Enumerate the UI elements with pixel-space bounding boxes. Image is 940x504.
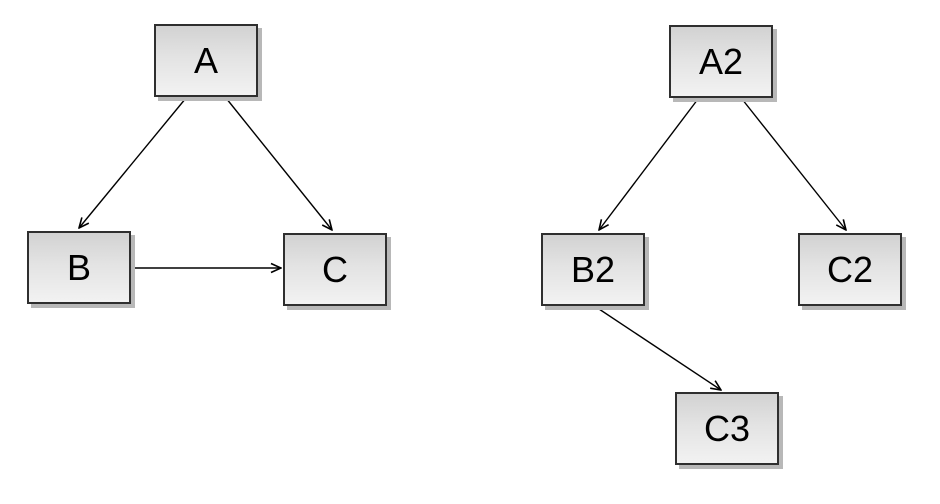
edge-A-to-C <box>225 97 332 230</box>
edge-B2-to-C3 <box>592 304 721 390</box>
node-C: C <box>283 233 387 306</box>
edge-A-to-B <box>79 97 187 228</box>
node-A-label: A <box>193 39 218 81</box>
edge-A2-to-B2 <box>599 98 699 230</box>
node-B2: B2 <box>541 233 645 306</box>
node-C2-label: C2 <box>826 248 874 290</box>
node-B-label: B <box>66 246 91 288</box>
node-C3-label: C3 <box>703 407 751 449</box>
node-C-label: C <box>322 248 348 290</box>
node-B: B <box>27 231 131 304</box>
node-C2: C2 <box>798 233 902 306</box>
node-C3: C3 <box>675 392 779 465</box>
edge-A2-to-C2 <box>741 98 846 230</box>
node-A2-label: A2 <box>698 40 744 82</box>
node-A2: A2 <box>669 25 773 98</box>
node-B2-label: B2 <box>570 248 616 290</box>
node-A: A <box>154 24 258 97</box>
